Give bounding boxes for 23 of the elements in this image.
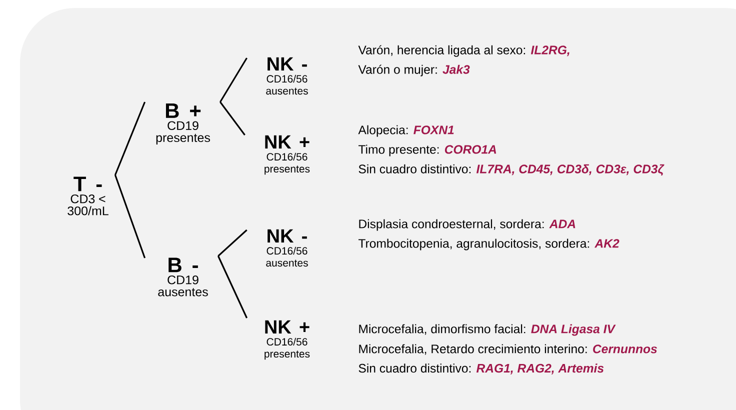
category-label: B - CD19 ausentes [158, 258, 208, 296]
category-label: T - CD3 < 300/mL [68, 176, 108, 216]
branch-line [114, 102, 146, 176]
gene-note: Trombocitopenia, agranulocitosis, sordera: AK2 [358, 238, 620, 250]
category-label: NK + CD16/56 presentes [264, 135, 310, 175]
gene-note: Microcefalia, Retardo crecimiento interino: Cernunnos [359, 344, 657, 355]
branch-line [218, 229, 248, 257]
gene-note: Timo presente: CORO1A [358, 144, 496, 156]
gene-note: Sin cuadro distintivo: RAG1, RAG2, Artemis [358, 364, 604, 374]
gene-note: Displasia condroesternal, sordera: ADA [359, 219, 576, 231]
category-label: B + CD19 presentes [156, 103, 210, 145]
gene-note: Alopecia: FOXN1 [358, 125, 454, 137]
gene-note: Microcefalia, dimorfismo facial: DNA Ligasa IV [359, 324, 616, 336]
branch-line [220, 58, 248, 102]
branch-line [114, 174, 146, 258]
category-label: NK + CD16/56 presentes [264, 320, 310, 360]
category-label: NK - CD16/56 ausentes [266, 229, 308, 267]
category-label: NK - CD16/56 ausentes [266, 57, 308, 95]
branch-line [217, 256, 248, 318]
gene-note: Sin cuadro distintivo: IL7RA, CD45, CD3δ, CD3ε, CD3ζ [358, 164, 664, 176]
branch-line [220, 102, 246, 136]
gene-note: Varón, herencia ligada al sexo: IL2RG, [358, 45, 570, 57]
gene-note: Varón o mujer: Jak3 [358, 64, 470, 76]
